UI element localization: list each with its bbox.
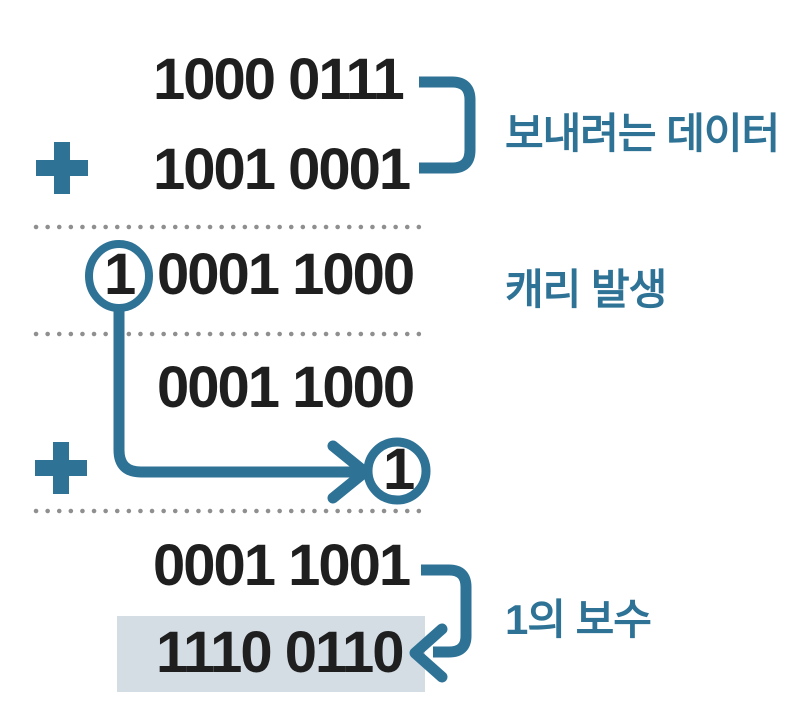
wrapped-sum-bits: 0001 1001: [153, 533, 411, 598]
data-rows-bracket-icon: [419, 76, 476, 174]
wrap-around-bit: 1: [383, 437, 415, 502]
complement-arrow-icon: [421, 564, 472, 658]
label-data-to-send: 보내려는 데이터: [505, 110, 780, 157]
sum-without-carry-bits: 0001 1000: [157, 355, 415, 420]
complement-arrowhead-icon: [409, 623, 448, 683]
wrap-bit-circle-icon: [363, 437, 431, 505]
augend-bits: 1000 0111: [153, 47, 405, 112]
plus-icon: [36, 142, 88, 194]
ones-complement-highlight: [117, 616, 425, 692]
carry-sum-bits: 0001 1000: [157, 242, 415, 307]
carry-bit: 1: [104, 242, 136, 307]
addend-bits: 1001 0001: [153, 137, 411, 202]
plus-icon: [35, 442, 87, 494]
carry-arrow-icon: [113, 306, 357, 478]
label-ones-complement: 1의 보수: [505, 596, 652, 643]
ones-complement-bits: 1110 0110: [156, 620, 405, 685]
label-carry-occurred: 캐리 발생: [505, 266, 667, 313]
